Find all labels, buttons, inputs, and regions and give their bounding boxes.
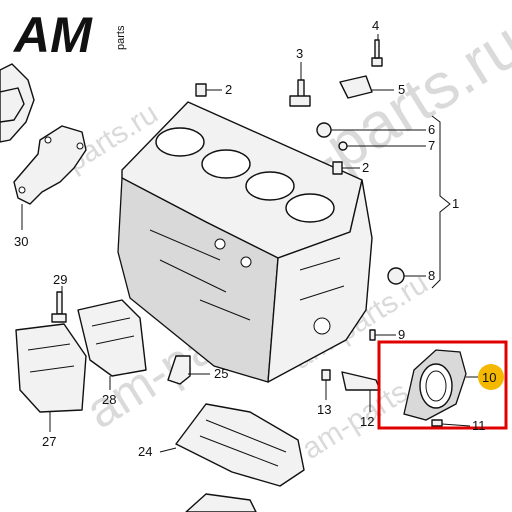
- callout-13: 13: [317, 402, 331, 417]
- callout-25: 25: [214, 366, 228, 381]
- callout-1: 1: [452, 196, 459, 211]
- gasket-part-30: [13, 125, 87, 205]
- callout-10: 10: [482, 370, 496, 385]
- seal-flange-part-10: [403, 349, 467, 421]
- plug-part-8: [387, 267, 405, 285]
- group-bracket: [431, 115, 451, 289]
- callout-12: 12: [360, 414, 374, 429]
- pin-part-9: [369, 329, 376, 341]
- callout-9: 9: [398, 327, 405, 342]
- bolt-part-29: [51, 291, 67, 323]
- callout-8: 8: [428, 268, 435, 283]
- callout-5: 5: [398, 82, 405, 97]
- plug-part-6: [316, 122, 332, 138]
- logo-parts-text: parts: [115, 25, 127, 50]
- leader-lines: [21, 34, 478, 453]
- plug-part-2a: [195, 83, 207, 97]
- bolt-part-3: [289, 79, 311, 107]
- cover-part-28: [77, 299, 147, 377]
- sensor-part-12: [341, 371, 381, 391]
- callout-2b: 2: [362, 160, 369, 175]
- callout-2a: 2: [225, 82, 232, 97]
- plug-part-7: [338, 141, 348, 151]
- callout-7: 7: [428, 138, 435, 153]
- cover-part-27: [15, 323, 87, 413]
- highlight-badge: [478, 364, 504, 390]
- callout-11: 11: [472, 418, 486, 433]
- engine-block: [117, 101, 373, 383]
- sensor-part-5: [339, 75, 373, 99]
- callout-4: 4: [372, 18, 379, 33]
- am-parts-logo: AM parts: [12, 7, 127, 63]
- callout-labels: 4 5 3 2 6 7 2 1 8 9 10 11 12 13 25 28 27…: [14, 18, 496, 459]
- highlight-box: [377, 340, 508, 430]
- bolt-part-4: [371, 39, 383, 67]
- breather-part-25: [167, 355, 191, 385]
- callout-24: 24: [138, 444, 152, 459]
- timing-cover-partial: [0, 63, 35, 143]
- bolt-part-11: [431, 419, 443, 427]
- callout-3: 3: [296, 46, 303, 61]
- callout-28: 28: [102, 392, 116, 407]
- pin-part-13: [321, 369, 331, 381]
- callout-6: 6: [428, 122, 435, 137]
- plug-part-2b: [332, 161, 343, 175]
- callout-27: 27: [42, 434, 56, 449]
- logo-am-text: AM: [12, 7, 93, 63]
- oil-baffle-part-24: [175, 403, 305, 487]
- callout-29: 29: [53, 272, 67, 287]
- callout-30: 30: [14, 234, 28, 249]
- oil-pan-partial: [185, 493, 257, 512]
